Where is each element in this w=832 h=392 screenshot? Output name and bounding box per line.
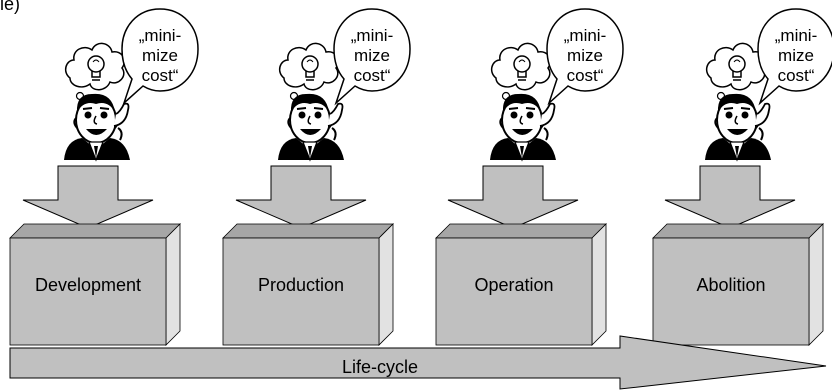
thinking-man-icon [489, 42, 557, 161]
stage-label-abolition: Abolition [696, 275, 766, 295]
thought-line: cost“ [777, 66, 815, 85]
thought-line: mize [567, 46, 603, 65]
stage-2-thought: „mini- mize cost“ [341, 26, 403, 86]
thought-line: „mini- [350, 26, 394, 45]
cut-off-text: le) [0, 0, 21, 14]
thinking-man-icon [277, 42, 345, 161]
stage-label-operation: Operation [474, 275, 554, 295]
thought-line: mize [142, 46, 178, 65]
stage-label-production: Production [257, 275, 345, 295]
stage-1-thought: „mini- mize cost“ [129, 26, 191, 86]
stage-3-thought: „mini- mize cost“ [554, 26, 616, 86]
lifecycle-label: Life-cycle [341, 357, 419, 377]
thinking-man-icon [63, 42, 131, 161]
thought-line: „mini- [774, 26, 818, 45]
down-arrow-icon [664, 165, 796, 229]
down-arrow-icon [447, 165, 579, 229]
lifecycle-arrow [9, 335, 827, 390]
stage-4-thought: „mini- mize cost“ [765, 26, 827, 86]
thought-line: „mini- [138, 26, 182, 45]
thought-line: mize [778, 46, 814, 65]
thought-line: cost“ [141, 66, 179, 85]
down-arrow-icon [235, 165, 367, 229]
thought-line: cost“ [353, 66, 391, 85]
thought-line: mize [354, 46, 390, 65]
thought-line: cost“ [566, 66, 604, 85]
stage-label-development: Development [34, 275, 142, 295]
thought-line: „mini- [563, 26, 607, 45]
down-arrow-icon [22, 165, 154, 229]
